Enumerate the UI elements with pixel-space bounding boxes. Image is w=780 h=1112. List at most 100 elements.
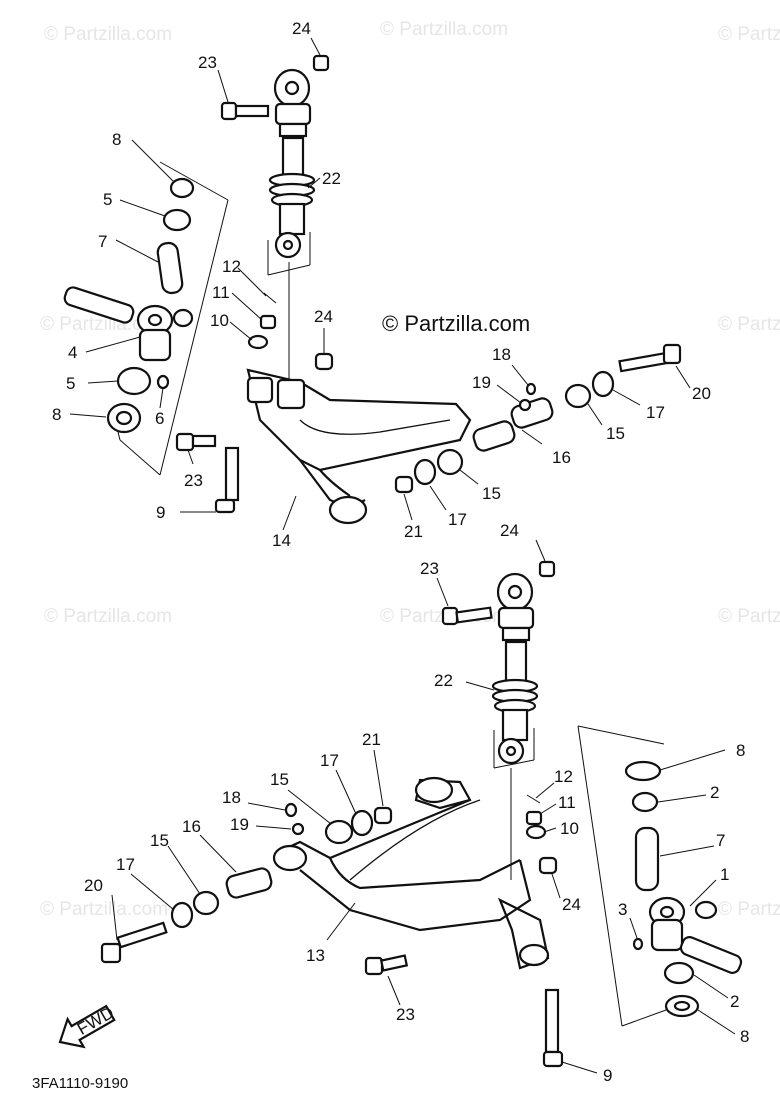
callout-8: 8 xyxy=(112,130,121,149)
callout-22: 22 xyxy=(434,671,453,690)
a-arm-top xyxy=(246,368,472,525)
callout-10: 10 xyxy=(210,311,229,330)
nut-21-top xyxy=(394,475,414,494)
shock-absorber-top xyxy=(268,68,316,380)
nut-24-arm-top xyxy=(314,352,334,371)
watermark-center: © Partzilla.com xyxy=(382,311,530,336)
callout-6: 6 xyxy=(155,409,164,428)
callout-16: 16 xyxy=(552,448,571,467)
leader-lines-top xyxy=(69,37,691,531)
pin-12-top xyxy=(263,292,277,304)
pin-12-bottom xyxy=(526,794,541,804)
callout-12: 12 xyxy=(222,257,241,276)
washer-19-top xyxy=(518,398,532,412)
callout-16: 16 xyxy=(182,817,201,836)
callout-23: 23 xyxy=(420,559,439,578)
bushing-15-top xyxy=(564,383,592,409)
steering-knuckle-top xyxy=(63,177,195,434)
bolt-23-bottom xyxy=(441,606,493,626)
callout-23: 23 xyxy=(198,53,217,72)
watermark: © Partzilla.com xyxy=(44,606,172,627)
callout-15: 15 xyxy=(482,484,501,503)
callout-13: 13 xyxy=(306,946,325,965)
washer-17-bottom xyxy=(170,901,194,929)
callout-5b: 5 xyxy=(66,374,75,393)
bushing-15b-top xyxy=(436,448,464,476)
washer-10-top xyxy=(247,334,269,350)
callout-20: 20 xyxy=(84,876,103,895)
callout-11: 11 xyxy=(558,793,576,812)
callout-3: 3 xyxy=(618,900,627,919)
callout-22: 22 xyxy=(322,169,341,188)
watermark: © Partzilla.com xyxy=(380,19,508,40)
callouts-bottom: 24 23 22 21 17 15 18 19 16 15 17 20 12 1… xyxy=(84,521,749,1085)
callout-18: 18 xyxy=(492,345,511,364)
callout-19: 19 xyxy=(230,815,249,834)
callout-23b: 23 xyxy=(396,1005,415,1024)
washer-19-bottom xyxy=(291,822,305,836)
callout-11: 11 xyxy=(212,283,230,302)
callout-23b: 23 xyxy=(184,471,203,490)
a-arm-bottom xyxy=(272,776,550,970)
callouts-top: 24 23 22 8 5 7 12 11 10 24 4 5 6 8 23 9 … xyxy=(52,19,711,550)
nipple-18-top xyxy=(525,382,537,396)
steering-knuckle-bottom xyxy=(624,760,743,1018)
callout-8: 8 xyxy=(736,741,745,760)
bolt-23-arm-bottom xyxy=(364,954,409,976)
nut-11-top xyxy=(259,314,277,330)
bushing-15b-bottom xyxy=(324,819,354,845)
callout-7: 7 xyxy=(716,831,725,850)
callout-8b: 8 xyxy=(740,1027,749,1046)
leader-lines-bottom xyxy=(111,539,736,1074)
callout-4: 4 xyxy=(68,343,77,362)
callout-24: 24 xyxy=(292,19,311,38)
washer-10-bottom xyxy=(525,824,547,840)
callout-17: 17 xyxy=(448,510,467,529)
callout-18: 18 xyxy=(222,788,241,807)
callout-21: 21 xyxy=(362,730,381,749)
callout-2: 2 xyxy=(710,783,719,802)
forward-arrow: FWD xyxy=(58,1003,117,1049)
nut-24-top xyxy=(312,54,330,72)
bolt-9-bottom xyxy=(542,988,564,1068)
watermark: © Partzilla.com xyxy=(718,24,780,45)
callout-17: 17 xyxy=(320,751,339,770)
watermark: © Partzilla.com xyxy=(718,899,780,920)
callout-24b: 24 xyxy=(562,895,581,914)
diagram-code: 3FA1110-9190 xyxy=(32,1075,128,1092)
nut-11-bottom xyxy=(525,810,543,826)
top-assembly xyxy=(63,37,691,531)
callout-24: 24 xyxy=(500,521,519,540)
nut-24-arm-bottom xyxy=(538,856,558,875)
callout-5: 5 xyxy=(103,190,112,209)
bolt-23-top xyxy=(220,101,270,121)
callout-8b: 8 xyxy=(52,405,61,424)
callout-21: 21 xyxy=(404,522,423,541)
bolt-23-arm-top xyxy=(175,432,217,452)
bolt-9-top xyxy=(214,446,240,514)
nipple-18-bottom xyxy=(284,802,298,818)
washer-17b-top xyxy=(413,458,437,486)
callout-20: 20 xyxy=(692,384,711,403)
callout-2b: 2 xyxy=(730,992,739,1011)
callout-15: 15 xyxy=(270,770,289,789)
washer-17b-bottom xyxy=(350,809,374,837)
callout-9: 9 xyxy=(603,1066,612,1085)
nut-24-bottom xyxy=(538,560,556,578)
callout-15b: 15 xyxy=(150,831,169,850)
bushing-16-bottom xyxy=(225,867,273,899)
callout-19: 19 xyxy=(472,373,491,392)
watermark: © Partzilla.com xyxy=(718,606,780,627)
callout-24b: 24 xyxy=(314,307,333,326)
washer-17-top xyxy=(591,370,615,398)
callout-1: 1 xyxy=(720,865,729,884)
sleeve-16-top xyxy=(510,397,554,429)
bottom-assembly xyxy=(100,539,743,1074)
shock-absorber-bottom xyxy=(491,572,539,880)
watermark: © Partzilla.com xyxy=(40,314,168,335)
fwd-label: FWD xyxy=(74,1003,117,1039)
callout-10: 10 xyxy=(560,819,579,838)
bushing-16-top xyxy=(472,420,516,452)
watermark: © Partzilla.com xyxy=(44,24,172,45)
